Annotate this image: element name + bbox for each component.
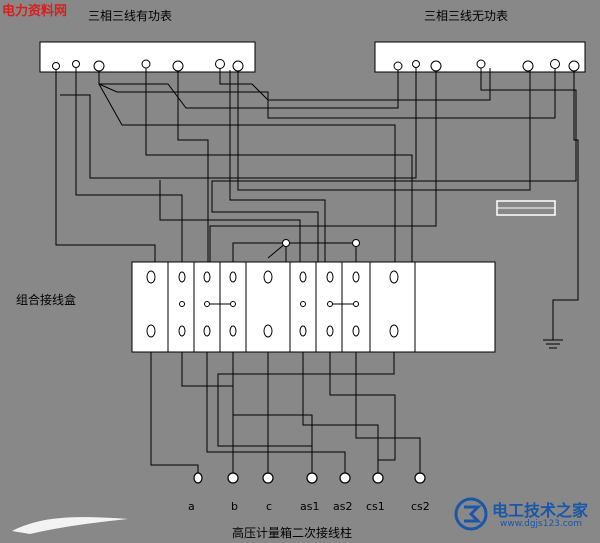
terminal-label-b: b bbox=[231, 500, 238, 513]
reactive-meter-terminals bbox=[393, 59, 580, 72]
active-meter-title: 三相三线有功表 bbox=[88, 9, 172, 23]
ground-icon bbox=[543, 300, 563, 349]
brand-watermark: 电工技术之家 www.dgjs123.com bbox=[454, 495, 594, 535]
terminal-label-as2: as2 bbox=[333, 500, 352, 513]
terminal-wiring bbox=[150, 352, 421, 474]
bus-wiring bbox=[232, 242, 357, 262]
swoosh-watermark bbox=[12, 517, 128, 534]
site-watermark: 电力资料网 bbox=[2, 4, 68, 19]
junction-box bbox=[131, 261, 496, 353]
terminal-posts bbox=[193, 472, 426, 484]
active-meter-terminals bbox=[52, 59, 244, 72]
terminal-labels: a b c as1 as2 cs1 cs2 bbox=[188, 500, 430, 513]
terminal-label-c: c bbox=[266, 500, 272, 513]
terminal-label-as1: as1 bbox=[300, 500, 319, 513]
junction-holes bbox=[146, 270, 399, 338]
junction-dividers bbox=[167, 262, 416, 352]
reactive-meter-title: 三相三线无功表 bbox=[424, 9, 508, 23]
terminals-title: 高压计量箱二次接线柱 bbox=[232, 525, 352, 540]
brand-logo-icon bbox=[454, 497, 488, 531]
brand-name: 电工技术之家 bbox=[492, 501, 589, 520]
bus-nodes bbox=[282, 239, 360, 247]
terminal-label-cs2: cs2 bbox=[411, 500, 430, 513]
brand-url: www.dgjs123.com bbox=[500, 519, 582, 529]
terminal-label-cs1: cs1 bbox=[366, 500, 385, 513]
terminal-label-a: a bbox=[188, 500, 195, 513]
junction-box-label: 组合接线盒 bbox=[16, 292, 76, 307]
